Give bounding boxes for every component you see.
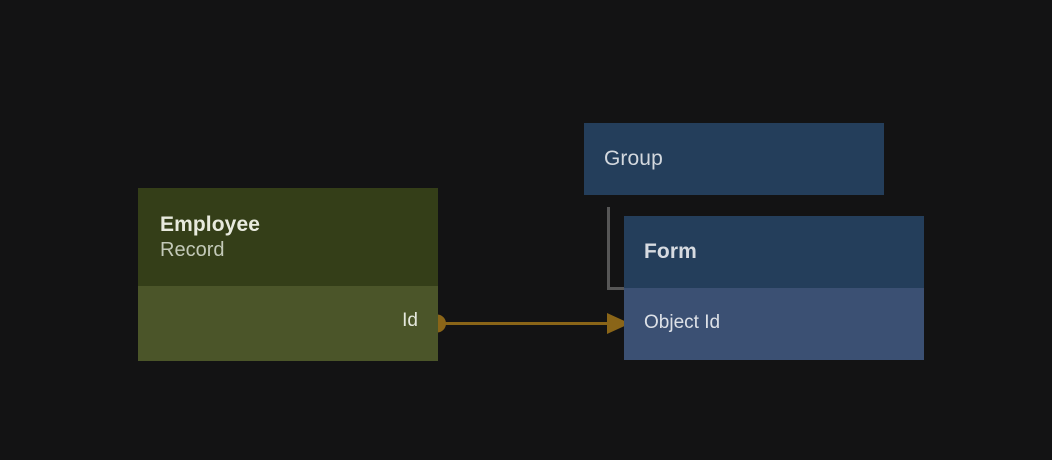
edge-group-to-form[interactable] <box>607 207 625 290</box>
node-employee-header[interactable]: Employee Record <box>138 188 438 286</box>
node-form-title: Form <box>644 240 697 263</box>
node-employee-body[interactable]: Id <box>138 286 438 361</box>
node-group-header[interactable]: Group <box>584 123 884 195</box>
node-group[interactable]: Group <box>584 123 884 195</box>
edge-employee-id-to-form-objectid[interactable] <box>428 313 630 334</box>
field-employee-id-label: Id <box>402 310 418 331</box>
field-form-object-id-label: Object Id <box>644 312 721 333</box>
node-employee[interactable]: Employee Record Id <box>138 188 438 361</box>
field-form-object-id[interactable]: Object Id <box>644 311 720 335</box>
node-form-body[interactable]: Object Id <box>624 288 924 360</box>
node-form-header[interactable]: Form <box>624 216 924 288</box>
node-group-title: Group <box>604 147 663 170</box>
node-employee-title: Employee <box>160 212 261 236</box>
field-employee-id[interactable]: Id <box>402 309 418 333</box>
node-form[interactable]: Form Object Id <box>624 216 924 360</box>
edge-group-to-form-path <box>607 207 624 290</box>
node-employee-subtitle: Record <box>160 238 225 261</box>
